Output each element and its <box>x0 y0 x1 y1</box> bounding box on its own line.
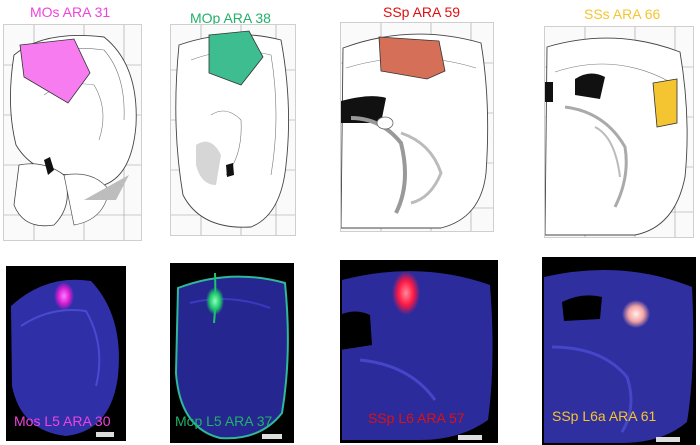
atlas-section-sss <box>544 26 694 238</box>
image-caption-mos: Mos L5 ARA 30 <box>14 413 111 429</box>
image-caption-sss: SSp L6a ARA 61 <box>552 408 657 424</box>
atlas-section-ssp <box>340 22 494 232</box>
atlas-title-mos: MOs ARA 31 <box>30 4 111 20</box>
image-caption-mop: Mop L5 ARA 37 <box>175 413 273 429</box>
atlas-title-ssp: SSp ARA 59 <box>383 4 461 20</box>
atlas-title-mop: MOp ARA 38 <box>190 10 271 26</box>
atlas-section-mop <box>170 24 296 236</box>
fluorescence-image-mop <box>170 263 294 443</box>
fluorescence-image-ssp <box>340 260 498 443</box>
atlas-title-sss: SSs ARA 66 <box>584 6 661 22</box>
atlas-section-mos <box>3 24 142 241</box>
image-caption-ssp: SSp L6 ARA 57 <box>368 410 465 426</box>
fluorescence-image-mos <box>6 266 126 441</box>
fluorescence-image-sss <box>542 257 696 445</box>
